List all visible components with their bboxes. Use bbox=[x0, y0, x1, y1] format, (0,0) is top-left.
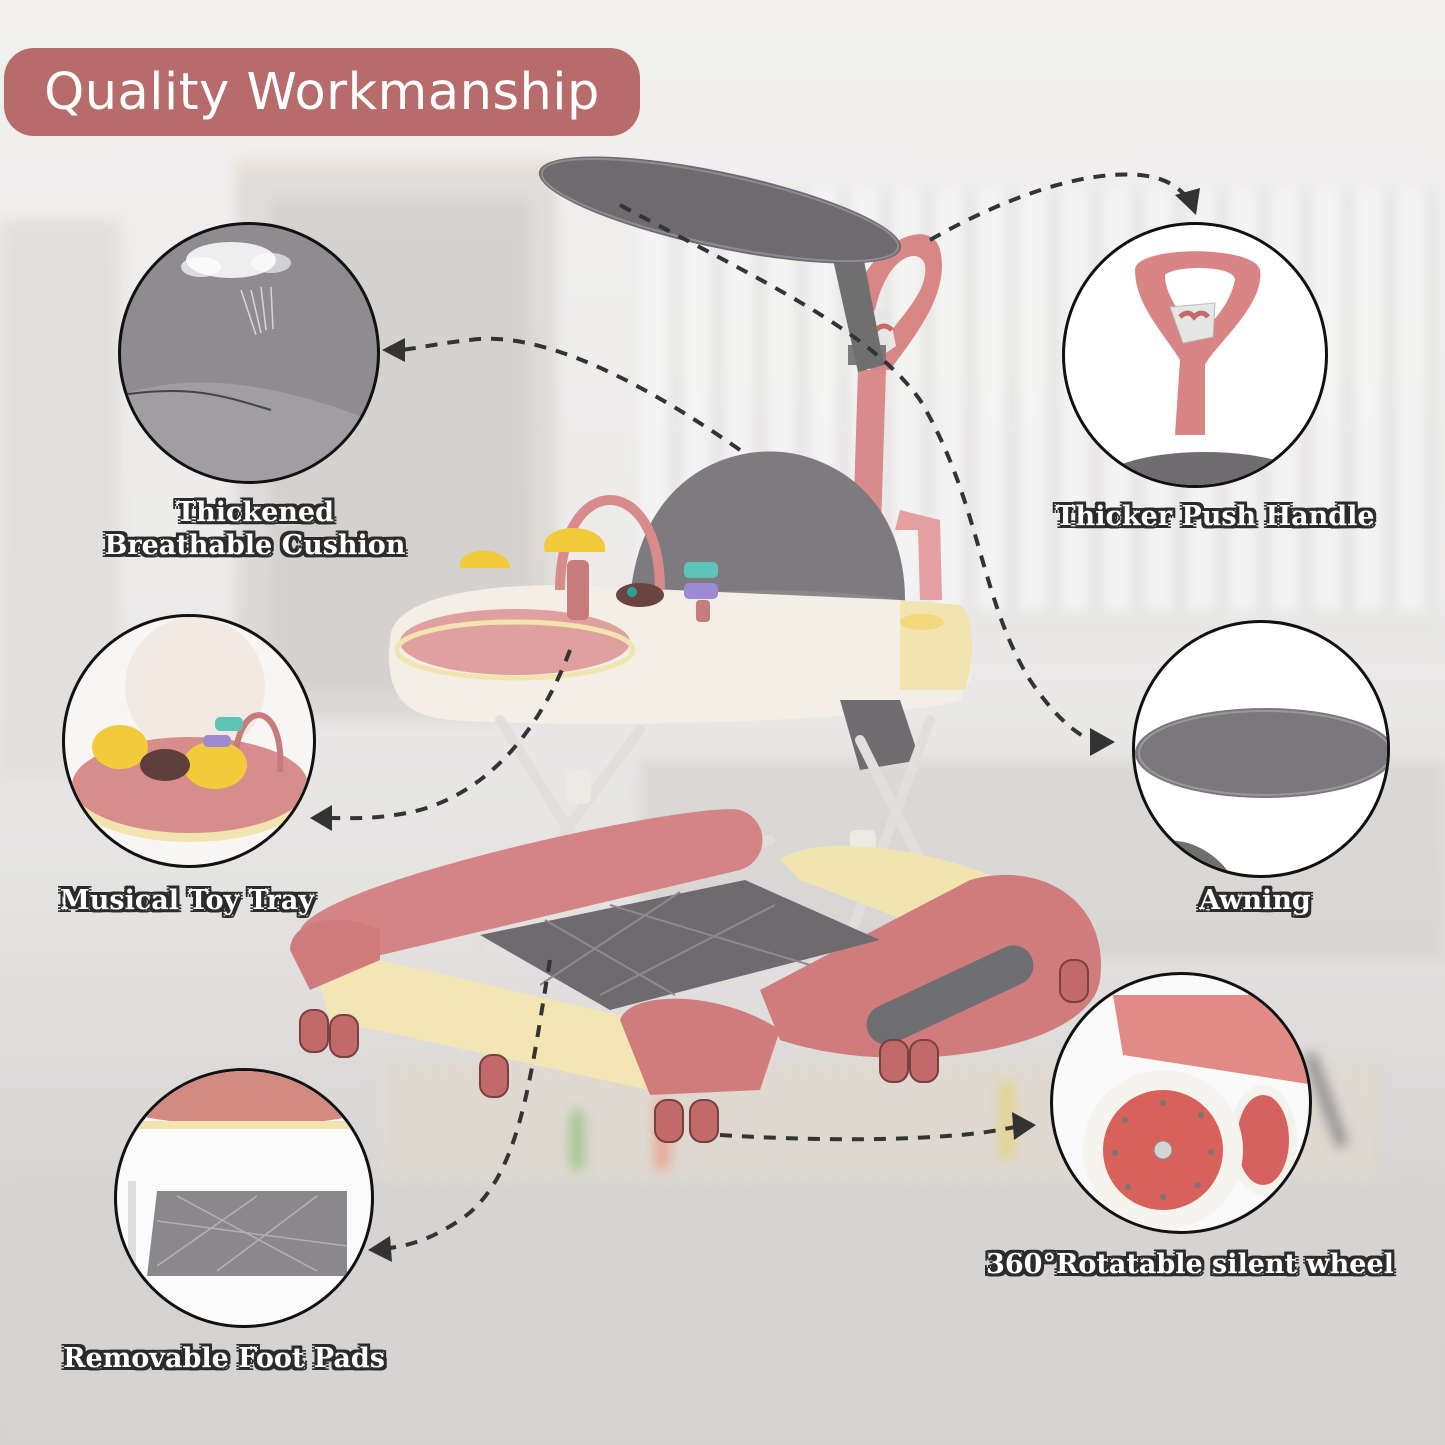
awning-detail-image bbox=[1132, 620, 1390, 878]
page-title: Quality Workmanship bbox=[44, 62, 600, 122]
awning-label: Awning bbox=[1199, 885, 1311, 916]
cushion-label: Thickened Breathable Cushion bbox=[100, 496, 410, 562]
push-handle-label: Thicker Push Handle bbox=[1055, 501, 1375, 532]
toy-tray-detail-image bbox=[62, 614, 316, 868]
wheel-detail-image bbox=[1050, 972, 1312, 1234]
cushion-label-line1: Thickened bbox=[176, 497, 334, 528]
cushion-detail-image bbox=[118, 222, 380, 484]
push-handle-detail-image bbox=[1062, 222, 1328, 488]
toy-tray-label: Musical Toy Tray bbox=[59, 885, 315, 916]
foot-pad-detail-image bbox=[114, 1068, 374, 1328]
title-banner: Quality Workmanship bbox=[4, 48, 640, 136]
foot-pads-label: Removable Foot Pads bbox=[63, 1343, 385, 1374]
wheel-label: 360°Rotatable silent wheel bbox=[986, 1249, 1394, 1280]
cushion-label-line2: Breathable Cushion bbox=[104, 530, 406, 561]
